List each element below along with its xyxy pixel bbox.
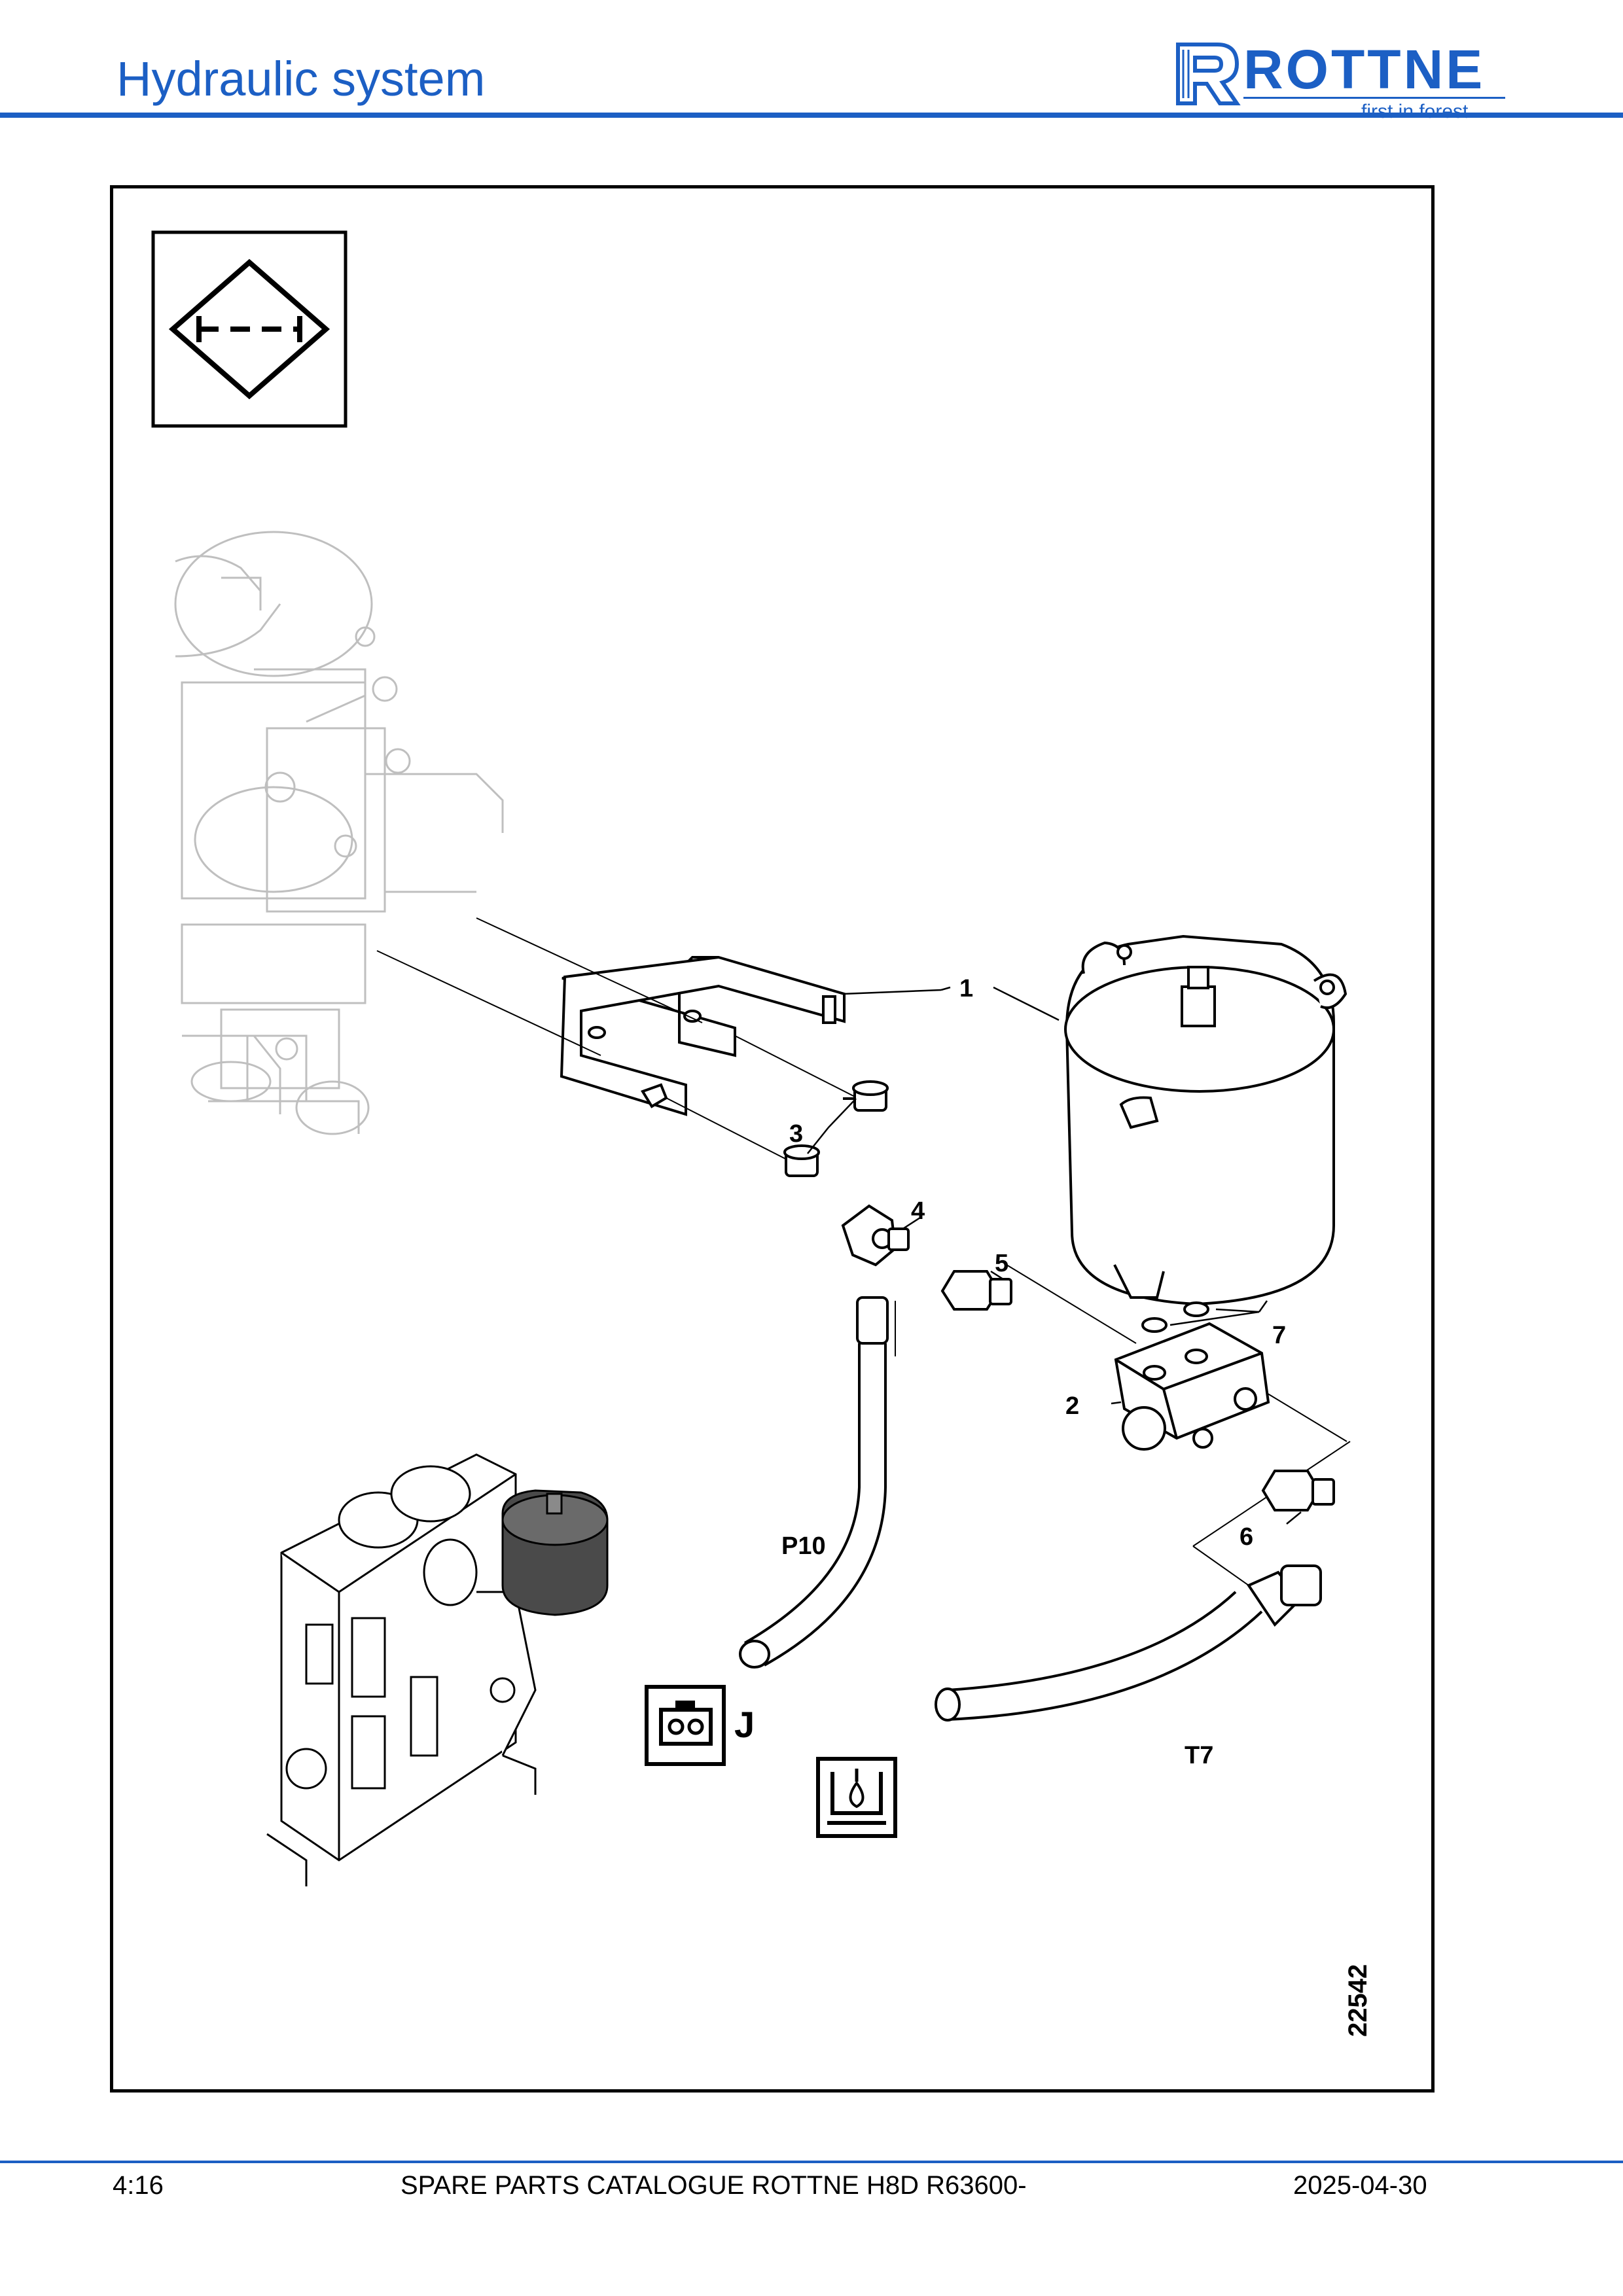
callout-label-3: 3 <box>789 1120 803 1148</box>
valve-block-item-2 <box>1114 1322 1270 1451</box>
mounting-bracket <box>560 955 846 1116</box>
footer-page-number: 4:16 <box>113 2171 164 2200</box>
o-rings-item-7 <box>1141 1301 1209 1333</box>
logo-rule <box>1243 97 1505 99</box>
callout-label-1: 1 <box>959 975 973 1002</box>
callout-label-4: 4 <box>911 1197 925 1225</box>
figure-number: 22542 <box>1344 1964 1372 2037</box>
footer-catalogue-title: SPARE PARTS CATALOGUE ROTTNE H8D R63600- <box>401 2171 1027 2200</box>
figure-frame <box>110 185 1435 2093</box>
exploded-parts-diagram: 1 2 3 4 5 6 7 P10 T7 J 22542 <box>151 230 1372 2037</box>
callout-label-6: 6 <box>1240 1523 1253 1551</box>
hydraulic-filter-symbol-icon <box>151 230 348 428</box>
assembly-guide-lines <box>376 917 1351 1586</box>
callout-leaders <box>807 986 1302 1525</box>
logo-tagline: first in forest <box>1361 101 1469 122</box>
footer-divider <box>0 2161 1623 2163</box>
callout-label-7: 7 <box>1272 1322 1286 1349</box>
callout-label-t7: T7 <box>1185 1742 1213 1769</box>
filter-housing-item-1 <box>1064 934 1347 1306</box>
bolt-item-3 <box>783 1080 889 1177</box>
callout-label-5: 5 <box>995 1250 1008 1277</box>
logo-wordmark: ROTTNE <box>1243 39 1486 100</box>
hose-t7 <box>935 1564 1322 1722</box>
page-title: Hydraulic system <box>116 52 486 106</box>
machine-context-outline <box>174 531 504 1135</box>
electrical-connector-icon <box>645 1685 726 1766</box>
header-divider <box>0 113 1623 118</box>
filter-highlight-dark <box>501 1489 609 1616</box>
callout-label-2: 2 <box>1065 1392 1079 1420</box>
hydraulic-tank-icon <box>816 1757 897 1838</box>
adapter-item-6 <box>1261 1470 1335 1511</box>
callout-label-j: J <box>734 1704 755 1745</box>
power-pack-context <box>266 1453 537 1886</box>
brand-logo: ROTTNE first in forest <box>1171 38 1512 122</box>
rottne-logo-icon <box>1176 43 1241 105</box>
adapter-item-5 <box>940 1270 1012 1311</box>
elbow-fitting-item-4 <box>841 1204 910 1267</box>
footer-date: 2025-04-30 <box>1293 2171 1427 2200</box>
callout-label-p10: P10 <box>781 1532 826 1560</box>
hose-p10 <box>739 1296 889 1669</box>
